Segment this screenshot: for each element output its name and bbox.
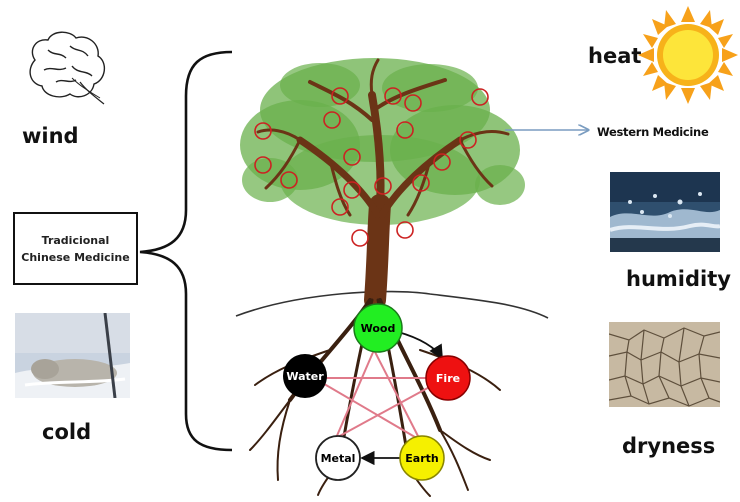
water-label: Water — [286, 370, 324, 383]
cold-photo — [15, 313, 130, 398]
tcm-line-1: Tradicional — [41, 233, 110, 247]
metal-element — [315, 435, 361, 481]
dryness-label: dryness — [622, 434, 716, 458]
water-element — [283, 354, 327, 398]
earth-element — [399, 435, 445, 481]
wood-element — [353, 303, 403, 353]
tcm-line-2: Chinese Medicine — [21, 250, 130, 264]
wood-label: Wood — [361, 322, 396, 335]
curly-brace — [139, 50, 233, 452]
canopy-red-marks — [254, 87, 489, 247]
western-medicine-label: Western Medicine — [597, 125, 709, 139]
cold-label: cold — [42, 420, 92, 444]
brain-icon — [29, 31, 105, 105]
sun-icon — [638, 6, 738, 104]
tcm-box: Tradicional Chinese Medicine — [13, 212, 138, 285]
dryness-photo — [609, 322, 720, 407]
heat-label: heat — [588, 44, 642, 68]
ground-line — [235, 290, 549, 319]
humidity-photo — [610, 172, 720, 252]
earth-label: Earth — [405, 452, 438, 465]
wind-label: wind — [22, 124, 79, 148]
element-cycle-arrows — [360, 331, 443, 466]
fire-label: Fire — [436, 372, 460, 385]
metal-label: Metal — [321, 452, 356, 465]
humidity-label: humidity — [626, 267, 731, 291]
element-circles — [283, 303, 471, 481]
fire-element — [425, 355, 471, 401]
